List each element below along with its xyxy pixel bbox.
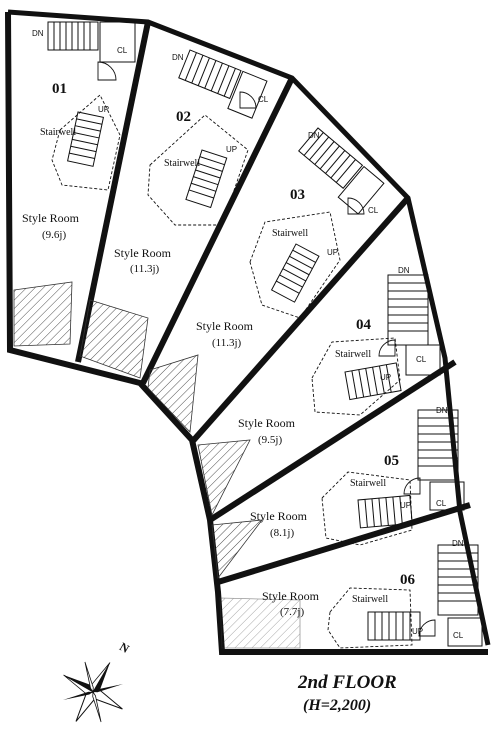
balconies — [13, 281, 301, 649]
unit-03-room-size: (11.3j) — [212, 337, 242, 349]
compass-north-label: N — [117, 639, 132, 656]
unit-02-room-name: Style Room — [114, 246, 172, 260]
unit-04-closet-label: CL — [416, 355, 427, 364]
unit-01-room-name: Style Room — [22, 211, 80, 225]
unit-02-stair-label: Stairwell — [164, 158, 200, 169]
unit-04-number: 04 — [356, 317, 372, 333]
unit-02-closet-label: CL — [258, 95, 269, 104]
unit-06-up-label: UP — [412, 627, 423, 636]
unit-04-down-label: DN — [398, 266, 410, 275]
unit-01-closet-label: CL — [117, 46, 128, 55]
unit-05-room-size: (8.1j) — [270, 527, 294, 539]
unit-03-down-label: DN — [308, 131, 320, 140]
unit-03-stair-label: Stairwell — [272, 228, 308, 239]
unit-02-down-label: DN — [172, 53, 184, 62]
unit-06-room-name: Style Room — [262, 589, 320, 603]
compass-rose-icon — [62, 661, 124, 723]
floor-title: 2nd FLOOR — [297, 672, 397, 693]
down-stairs — [47, 21, 483, 647]
unit-04-up-label: UP — [380, 373, 391, 382]
door-swings — [97, 61, 436, 637]
unit-06-number: 06 — [400, 572, 416, 588]
unit-03-room-name: Style Room — [196, 319, 254, 333]
floor-height-note: (H=2,200) — [303, 697, 371, 714]
unit-05-room-name: Style Room — [250, 509, 308, 523]
unit-01-stair-label: Stairwell — [40, 127, 76, 138]
unit-04-room-name: Style Room — [238, 416, 296, 430]
unit-03-closet-label: CL — [368, 206, 379, 215]
party-walls — [75, 21, 471, 585]
unit-06-stair-label: Stairwell — [352, 594, 388, 605]
unit-05-closet-label: CL — [436, 499, 447, 508]
unit-05-down-label: DN — [436, 406, 448, 415]
unit-04-room-size: (9.5j) — [258, 434, 282, 446]
unit-05-stair-label: Stairwell — [350, 478, 386, 489]
unit-03-number: 03 — [290, 187, 305, 203]
unit-01-number: 01 — [52, 81, 67, 97]
unit-02-up-label: UP — [226, 145, 237, 154]
unit-05-number: 05 — [384, 453, 399, 469]
unit-06-room-size: (7.7j) — [280, 606, 304, 618]
stairwells — [51, 94, 421, 649]
unit-01-room-size: (9.6j) — [42, 229, 66, 241]
unit-04-stair-label: Stairwell — [335, 349, 371, 360]
unit-06-down-label: DN — [452, 539, 464, 548]
unit-02-room-size: (11.3j) — [130, 263, 160, 275]
unit-06-closet-label: CL — [453, 631, 464, 640]
unit-05-up-label: UP — [400, 501, 411, 510]
unit-01-up-label: UP — [98, 105, 109, 114]
unit-02-number: 02 — [176, 109, 191, 125]
unit-03-up-label: UP — [327, 248, 338, 257]
unit-01-down-label: DN — [32, 29, 44, 38]
